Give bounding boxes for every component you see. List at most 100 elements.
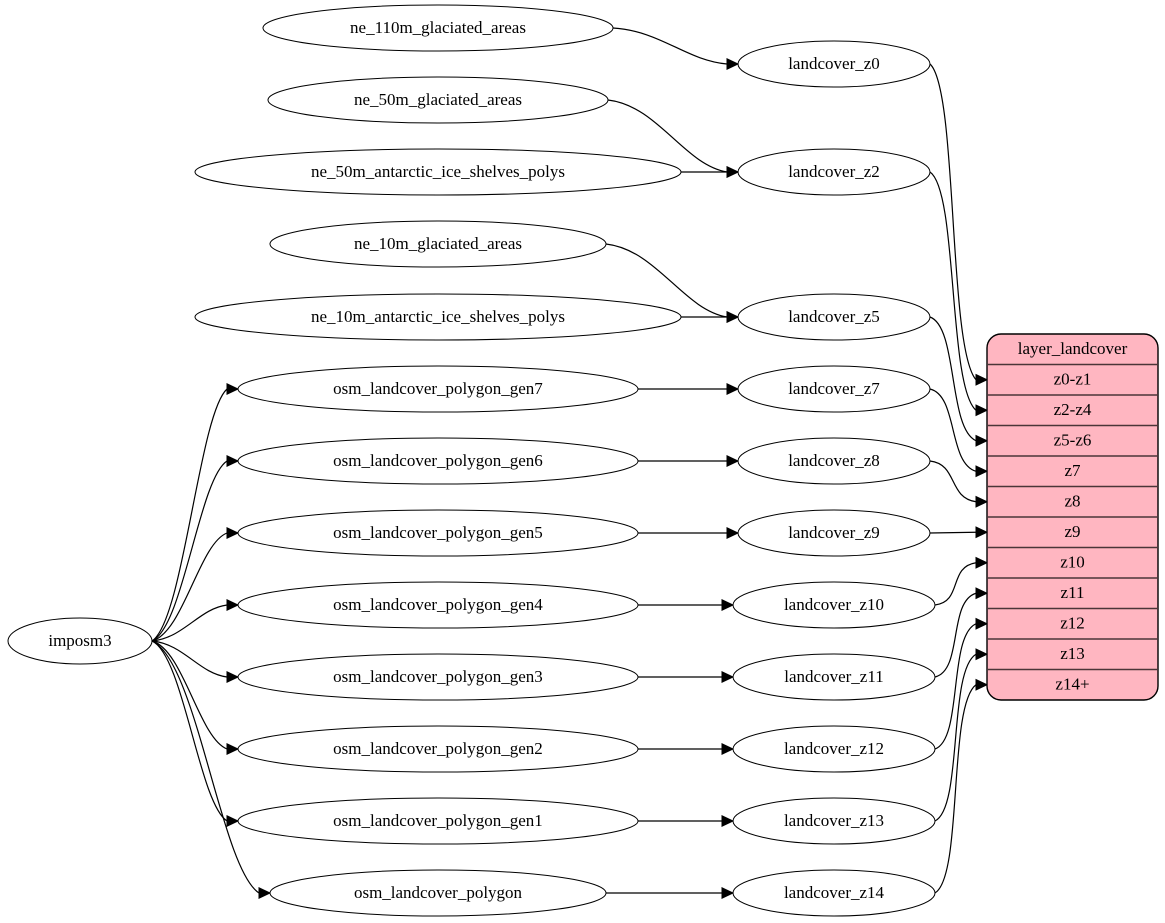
table-row-label-z2-z4[interactable]: z2-z4 <box>1054 400 1092 419</box>
osm-table-node-ellipse <box>237 509 639 557</box>
edge-imposm3-to-osm_landcover_polygon_gen3 <box>151 640 240 683</box>
edge-arrowhead <box>975 495 989 508</box>
edge-landcover_z7-to-row_z7 <box>929 388 989 478</box>
edge-ne_110m_glaciated_areas-to-landcover_z0 <box>612 27 740 70</box>
node-label: landcover_z2 <box>788 162 880 181</box>
edge-landcover_z10-to-row_z10 <box>934 556 989 606</box>
node-ne_50m_antarctic_ice_shelves_polys[interactable]: ne_50m_antarctic_ice_shelves_polys <box>194 148 682 196</box>
node-landcover_z11[interactable]: landcover_z11 <box>732 653 936 701</box>
node-landcover_z2[interactable]: landcover_z2 <box>737 148 931 196</box>
edge-line <box>929 316 977 442</box>
edge-arrowhead <box>226 527 240 539</box>
edge-line <box>151 388 228 642</box>
edge-line <box>929 460 977 503</box>
node-ne_110m_glaciated_areas[interactable]: ne_110m_glaciated_areas <box>262 4 614 52</box>
node-landcover_z8[interactable]: landcover_z8 <box>737 437 931 485</box>
osm-table-node-ellipse <box>237 581 639 629</box>
edge-arrowhead <box>721 887 735 899</box>
edge-imposm3-to-osm_landcover_polygon_gen4 <box>151 599 240 642</box>
node-label: osm_landcover_polygon_gen5 <box>333 523 543 542</box>
natural-earth-node-ellipse <box>194 293 682 341</box>
node-label: osm_landcover_polygon_gen6 <box>333 451 543 470</box>
edge-line <box>934 653 977 822</box>
edge-line <box>151 532 228 642</box>
osm-table-node-ellipse <box>237 365 639 413</box>
edge-line <box>934 623 977 750</box>
edge-landcover_z5-to-row_z5-z6 <box>929 316 989 447</box>
edge-landcover_z0-to-row_z0-z1 <box>929 63 989 386</box>
node-osm_landcover_polygon_gen4[interactable]: osm_landcover_polygon_gen4 <box>237 581 639 629</box>
table-node-layer: layer_landcoverz0-z1z2-z4z5-z6z7z8z9z10z… <box>986 333 1159 701</box>
edge-arrowhead <box>721 815 735 827</box>
node-label: landcover_z8 <box>788 451 880 470</box>
table-row-label-z10[interactable]: z10 <box>1060 553 1085 572</box>
landcover-node-ellipse <box>732 725 936 773</box>
node-label: landcover_z0 <box>788 54 880 73</box>
table-row-label-z8[interactable]: z8 <box>1064 492 1080 511</box>
edge-arrowhead <box>975 404 989 417</box>
node-label: osm_landcover_polygon_gen1 <box>333 811 543 830</box>
node-landcover_z5[interactable]: landcover_z5 <box>737 293 931 341</box>
node-osm_landcover_polygon_gen3[interactable]: osm_landcover_polygon_gen3 <box>237 653 639 701</box>
edge-arrowhead <box>975 678 989 691</box>
edge-landcover_z12-to-row_z12 <box>934 617 989 750</box>
edge-landcover_z11-to-row_z11 <box>934 587 989 678</box>
edge-osm_landcover_polygon-to-landcover_z14 <box>606 887 735 899</box>
table-row-label-z0-z1[interactable]: z0-z1 <box>1054 370 1092 389</box>
edge-line <box>151 460 228 642</box>
node-label: landcover_z12 <box>784 739 884 758</box>
edge-landcover_z2-to-row_z2-z4 <box>929 171 989 417</box>
node-ne_10m_antarctic_ice_shelves_polys[interactable]: ne_10m_antarctic_ice_shelves_polys <box>194 293 682 341</box>
node-landcover_z9[interactable]: landcover_z9 <box>737 509 931 557</box>
node-label: ne_10m_glaciated_areas <box>354 234 522 253</box>
node-ne_50m_glaciated_areas[interactable]: ne_50m_glaciated_areas <box>267 76 609 124</box>
edge-arrowhead <box>226 815 240 827</box>
table-row-label-z9[interactable]: z9 <box>1064 522 1080 541</box>
table-row-label-z13[interactable]: z13 <box>1060 644 1085 663</box>
edge-imposm3-to-osm_landcover_polygon_gen1 <box>151 640 240 827</box>
node-osm_landcover_polygon[interactable]: osm_landcover_polygon <box>269 869 607 917</box>
node-landcover_z7[interactable]: landcover_z7 <box>737 365 931 413</box>
osm-table-node-ellipse <box>237 725 639 773</box>
node-landcover_z14[interactable]: landcover_z14 <box>732 869 936 917</box>
node-label: landcover_z14 <box>784 883 885 902</box>
node-osm_landcover_polygon_gen5[interactable]: osm_landcover_polygon_gen5 <box>237 509 639 557</box>
node-imposm3[interactable]: imposm3 <box>7 617 153 665</box>
node-osm_landcover_polygon_gen6[interactable]: osm_landcover_polygon_gen6 <box>237 437 639 485</box>
edge-osm_landcover_polygon_gen5-to-landcover_z9 <box>638 527 740 539</box>
table-node-layer_landcover[interactable]: layer_landcoverz0-z1z2-z4z5-z6z7z8z9z10z… <box>986 333 1159 701</box>
edge-arrowhead <box>975 617 989 630</box>
table-row-label-z12[interactable]: z12 <box>1060 614 1085 633</box>
node-landcover_z0[interactable]: landcover_z0 <box>737 40 931 88</box>
landcover-node-ellipse <box>732 797 936 845</box>
node-landcover_z10[interactable]: landcover_z10 <box>732 581 936 629</box>
edge-arrowhead <box>226 743 240 755</box>
edge-arrowhead <box>258 887 272 899</box>
edge-arrowhead <box>975 373 989 386</box>
natural-earth-node-ellipse <box>194 148 682 196</box>
natural-earth-node-ellipse <box>262 4 614 52</box>
node-label: osm_landcover_polygon_gen3 <box>333 667 543 686</box>
node-label: ne_110m_glaciated_areas <box>350 18 526 37</box>
edge-arrowhead <box>975 556 989 569</box>
node-landcover_z13[interactable]: landcover_z13 <box>732 797 936 845</box>
table-row-label-z7[interactable]: z7 <box>1064 461 1081 480</box>
node-osm_landcover_polygon_gen1[interactable]: osm_landcover_polygon_gen1 <box>237 797 639 845</box>
table-row-label-z11[interactable]: z11 <box>1061 583 1085 602</box>
nodes-layer: imposm3 ne_110m_glaciated_areas ne_50m_gla… <box>7 4 936 917</box>
edge-osm_landcover_polygon_gen4-to-landcover_z10 <box>638 599 735 611</box>
edge-line <box>151 640 228 822</box>
node-osm_landcover_polygon_gen7[interactable]: osm_landcover_polygon_gen7 <box>237 365 639 413</box>
edge-line <box>934 684 977 894</box>
landcover-node-ellipse <box>737 509 931 557</box>
table-row-label-z14+[interactable]: z14+ <box>1055 675 1089 694</box>
node-osm_landcover_polygon_gen2[interactable]: osm_landcover_polygon_gen2 <box>237 725 639 773</box>
table-row-label-z5-z6[interactable]: z5-z6 <box>1054 431 1092 450</box>
node-label: ne_50m_glaciated_areas <box>354 90 522 109</box>
osm-table-node-ellipse <box>237 797 639 845</box>
node-ne_10m_glaciated_areas[interactable]: ne_10m_glaciated_areas <box>269 220 607 268</box>
edge-imposm3-to-osm_landcover_polygon_gen5 <box>151 527 240 642</box>
node-landcover_z12[interactable]: landcover_z12 <box>732 725 936 773</box>
edge-osm_landcover_polygon_gen7-to-landcover_z7 <box>638 383 740 395</box>
edge-arrowhead <box>721 743 735 755</box>
